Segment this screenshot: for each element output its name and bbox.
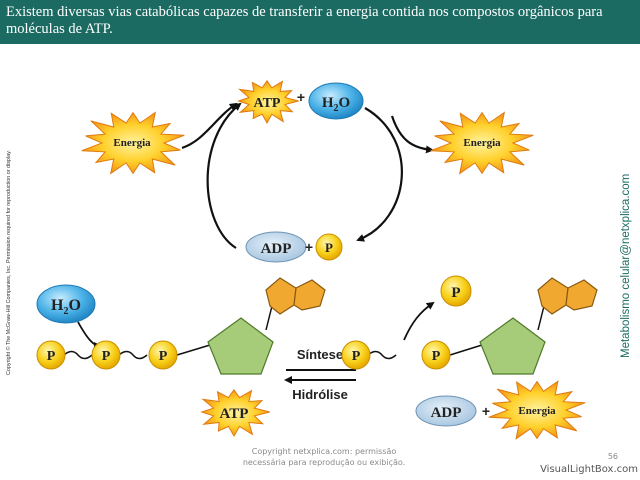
svg-text:P: P [102,349,111,364]
water-top: H2O [308,82,364,120]
watermark: VisualLightBox.com [540,464,638,475]
page-number: 56 [607,452,618,461]
release-arrow [403,301,435,341]
ribose-left [207,317,274,375]
bond-right-1 [367,350,397,360]
water-attack-arrow [77,321,102,350]
cycle-arrow-left-up [206,102,242,249]
ribose-base-link-right [537,305,545,331]
phosphate-left-1: P [36,340,66,370]
hydrolysis-label: Hidrólise [292,387,348,402]
bond-left-2 [118,350,148,360]
header-text: Existem diversas vias catabólicas capaze… [6,4,603,37]
atp-star-top: ATP [237,79,299,125]
atp-label-top: ATP [254,96,281,111]
footer-note: Copyright netxplica.com: permissão neces… [214,446,434,468]
svg-text:P: P [451,285,460,301]
ribose-base-link-left [265,305,273,331]
svg-text:P: P [352,349,361,364]
energy-out-label: Energia [463,137,501,149]
svg-text:P: P [47,349,56,364]
atp-label-bottom: ATP [220,406,249,422]
adp-cycle-label: ADP [261,241,292,257]
svg-text:P: P [432,349,441,364]
plus-bottom: + [305,239,313,255]
ribose-right [479,317,546,375]
energy-out-star: Energia [430,111,534,175]
energy-out-arrow [390,115,434,154]
water-bottom: H2O [36,284,96,324]
adp-bottom: ADP [415,395,477,427]
phosphate-cycle-label: P [325,240,333,255]
cycle-arrow-right-down [356,107,403,242]
base-left-ring5 [293,279,326,311]
phosphate-right-2: P [421,340,451,370]
bond-left-3 [176,344,211,356]
base-left-ring6 [265,277,297,315]
plus-bottom-right: + [482,403,490,419]
base-right-ring5 [565,279,598,311]
phosphate-left-3: P [148,340,178,370]
adp-bottom-label: ADP [431,405,462,421]
bond-right-2 [449,344,483,356]
phosphate-cycle: P [315,233,343,261]
synthesis-label: Síntese [297,347,343,362]
base-right-ring6 [537,277,569,315]
plus-top: + [297,89,305,105]
energy-in-star: Energia [81,111,185,175]
energy-in-arrow [181,102,238,150]
phosphate-right-1: P [341,340,371,370]
svg-text:P: P [159,349,168,364]
water-bottom-label: H2O [51,297,81,317]
water-top-label: H2O [322,95,350,114]
footer-note-line1: Copyright netxplica.com: permissão [251,447,397,456]
atp-star-bottom: ATP [200,389,270,438]
energy-in-label: Energia [113,137,151,149]
energy-bottom-star: Energia [488,380,586,440]
footer-note-line2: necessária para reprodução ou exibição. [242,458,406,467]
energy-bottom-label: Energia [518,405,556,417]
bond-left-1 [63,350,93,360]
adp-cycle: ADP [245,231,307,263]
free-phosphate: P [440,275,472,307]
header-bar: Existem diversas vias catabólicas capaze… [0,0,640,44]
phosphate-left-2: P [91,340,121,370]
